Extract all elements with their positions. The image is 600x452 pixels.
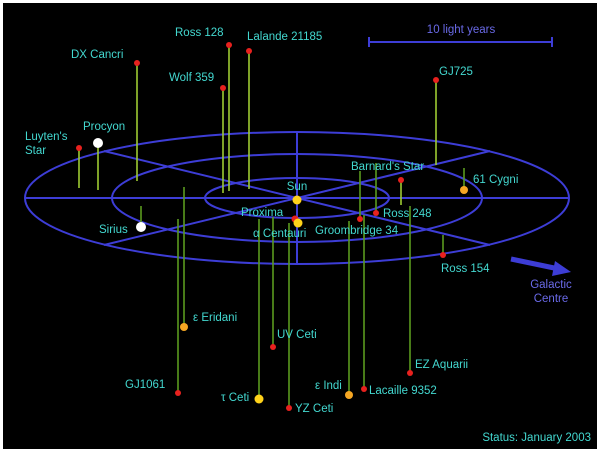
label-ross-248: Ross 248 [383, 208, 432, 220]
star-procyon [93, 138, 103, 148]
star-dots [76, 42, 468, 411]
label-procyon: Procyon [83, 121, 125, 133]
label-ross-154: Ross 154 [441, 263, 490, 275]
galactic-centre-arrow-icon [552, 261, 571, 276]
label-uv-ceti: UV Ceti [277, 329, 317, 341]
star-tau-ceti [254, 394, 264, 404]
label-ez-aquarii: EZ Aquarii [415, 359, 468, 371]
label-wolf-359: Wolf 359 [169, 72, 214, 84]
star-ez-aquarii [407, 370, 413, 376]
star-lalande-21185 [246, 48, 252, 54]
galactic-centre-label-line1: Galactic [530, 279, 572, 291]
label-luyten-s-star-line2: Star [25, 145, 46, 157]
label-yz-ceti: YZ Ceti [295, 403, 333, 415]
galactic-centre-arrow-shaft [510, 256, 560, 272]
galactic-centre-label-line2: Centre [534, 293, 569, 305]
label-tau-ceti: τ Ceti [221, 392, 249, 404]
label-proxima: Proxima [241, 207, 284, 219]
star-epsilon-eridani [180, 323, 188, 331]
label-epsilon-indi: ε Indi [315, 380, 342, 392]
star-uv-ceti [270, 344, 276, 350]
scale-bar-label: 10 light years [427, 24, 496, 36]
star-sirius [136, 222, 146, 232]
star-dx-cancri [134, 60, 140, 66]
star-groombridge-34 [357, 216, 363, 222]
star-gj725 [433, 77, 439, 83]
star-stems [78, 45, 465, 408]
label-groombridge-34: Groombridge 34 [315, 225, 399, 237]
star-wolf-359 [220, 85, 226, 91]
star-yz-ceti [286, 405, 292, 411]
label-gj725: GJ725 [439, 66, 473, 78]
star-alpha-centauri [293, 218, 303, 228]
label-sun: Sun [287, 181, 307, 193]
star-gj1061 [175, 390, 181, 396]
star-barnard-s-star [398, 177, 404, 183]
label-alpha-centauri: α Centauri [253, 228, 306, 240]
label-dx-cancri: DX Cancri [71, 49, 123, 61]
star-epsilon-indi [345, 391, 353, 399]
star-ross-128 [226, 42, 232, 48]
label-epsilon-eridani: ε Eridani [193, 312, 237, 324]
star-ross-154 [440, 252, 446, 258]
label-lalande-21185: Lalande 21185 [247, 31, 322, 43]
star-lacaille-9352 [361, 386, 367, 392]
status-text: Status: January 2003 [482, 432, 591, 444]
scale-bar: 10 light years [368, 24, 553, 47]
galactic-centre-pointer: Galactic Centre [510, 256, 572, 305]
label-luyten-s-star-line1: Luyten's [25, 131, 68, 143]
star-sun [292, 195, 302, 205]
label-gj1061: GJ1061 [125, 379, 165, 391]
label-ross-128: Ross 128 [175, 27, 224, 39]
star-61-cygni [460, 186, 468, 194]
label-sirius: Sirius [99, 224, 128, 236]
star-ross-248 [373, 210, 379, 216]
label-lacaille-9352: Lacaille 9352 [369, 385, 437, 397]
label-barnard-s-star: Barnard's Star [351, 161, 424, 173]
label-61-cygni: 61 Cygni [473, 174, 518, 186]
star-luyten-s-star [76, 145, 82, 151]
